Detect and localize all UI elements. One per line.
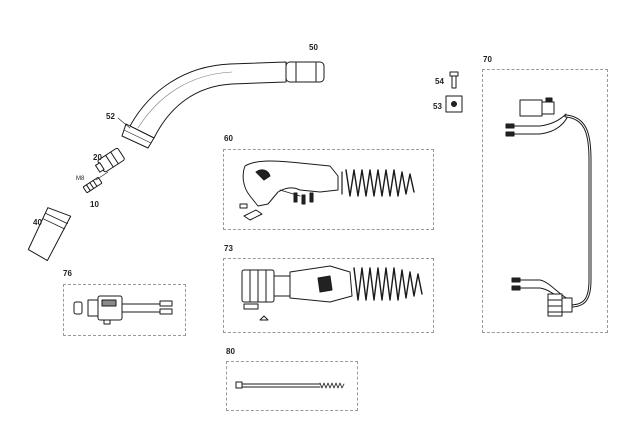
callout-50: 50 bbox=[309, 43, 318, 52]
group-box-70 bbox=[482, 69, 608, 333]
group-box-76 bbox=[63, 284, 186, 336]
callout-53: 53 bbox=[433, 102, 442, 111]
callout-70: 70 bbox=[483, 55, 492, 64]
screw-54-part bbox=[449, 71, 459, 89]
block-53-part bbox=[445, 95, 463, 113]
gas-diffuser-part bbox=[95, 147, 125, 173]
callout-m8: M8 bbox=[76, 176, 85, 182]
callout-76: 76 bbox=[63, 269, 72, 278]
group-box-80 bbox=[226, 361, 358, 411]
handle-60-part bbox=[239, 160, 415, 221]
callout-73: 73 bbox=[224, 244, 233, 253]
screws-60 bbox=[293, 192, 314, 205]
callout-54: 54 bbox=[435, 77, 444, 86]
callout-60: 60 bbox=[224, 134, 233, 143]
spring-73 bbox=[353, 267, 423, 301]
group-box-60 bbox=[223, 149, 434, 230]
callout-40: 40 bbox=[33, 218, 42, 227]
liner-80-part bbox=[235, 381, 345, 389]
callout-80: 80 bbox=[226, 347, 235, 356]
callout-10: 10 bbox=[90, 200, 99, 209]
nozzle-part bbox=[27, 207, 72, 262]
callout-20: 20 bbox=[93, 153, 102, 162]
contact-tip-part bbox=[82, 177, 103, 193]
group-box-73 bbox=[223, 258, 434, 333]
spring-60 bbox=[341, 169, 415, 197]
cable-assembly-70-part bbox=[505, 97, 592, 317]
callout-52: 52 bbox=[106, 112, 115, 121]
connector-76-part bbox=[73, 295, 173, 325]
swan-neck-part bbox=[121, 61, 325, 149]
handle-73-part bbox=[241, 265, 423, 321]
